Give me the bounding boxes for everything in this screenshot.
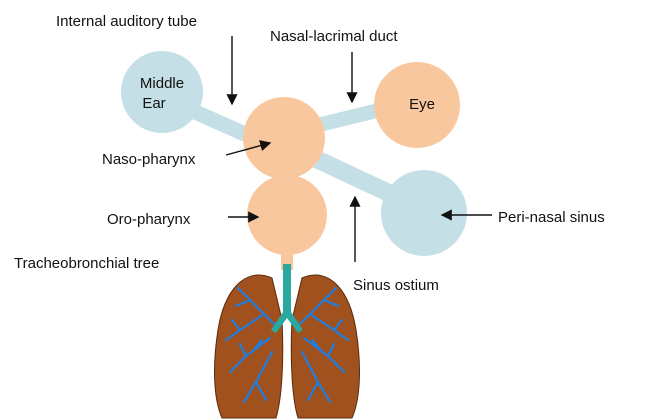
- eye-label: Eye: [409, 96, 435, 113]
- middle-ear-label-line2: Ear: [142, 95, 165, 112]
- pharynx-neck: [274, 170, 298, 182]
- sinus-ostium-label: Sinus ostium: [353, 277, 439, 294]
- oro-pharynx-label: Oro-pharynx: [107, 211, 191, 228]
- nasal-lacrimal-duct-label: Nasal-lacrimal duct: [270, 28, 398, 45]
- right-lung: [291, 275, 359, 418]
- middle-ear-label-line1: Middle: [140, 75, 184, 92]
- naso-pharynx-label: Naso-pharynx: [102, 151, 196, 168]
- tracheobronchial-tree-label: Tracheobronchial tree: [14, 255, 159, 272]
- middle-ear-bubble: [121, 51, 203, 133]
- internal-auditory-tube-label: Internal auditory tube: [56, 13, 197, 30]
- peri-nasal-sinus-bubble: [381, 170, 467, 256]
- oro-pharynx-bubble: [247, 175, 327, 255]
- left-lung: [215, 275, 283, 418]
- naso-pharynx-bubble: [243, 97, 325, 179]
- peri-nasal-sinus-label: Peri-nasal sinus: [498, 209, 605, 226]
